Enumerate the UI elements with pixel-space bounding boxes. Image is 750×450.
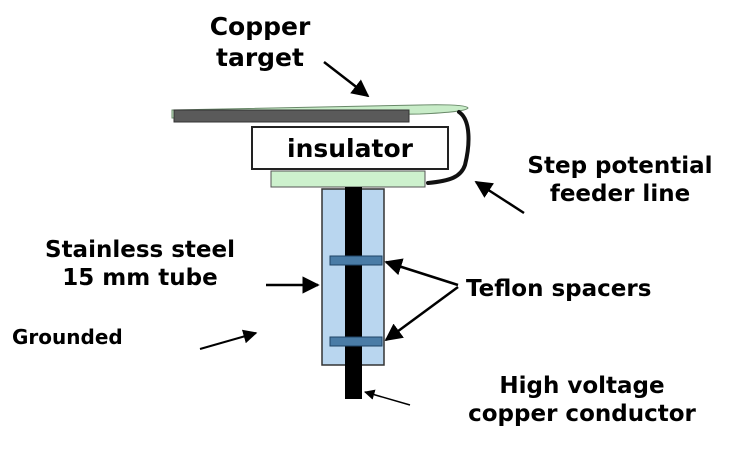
hv-conductor-rod xyxy=(345,187,362,399)
label-stainless-tube-line2: 15 mm tube xyxy=(62,265,218,292)
mount-plate xyxy=(270,170,426,188)
label-step-potential-line1: Step potential xyxy=(527,153,713,179)
label-step-potential-line2: feeder line xyxy=(549,181,691,208)
label-hv-conductor: High voltage copper conductor xyxy=(436,372,728,428)
label-teflon-spacers: Teflon spacers xyxy=(466,276,652,302)
label-step-potential: Step potential feeder line xyxy=(505,152,735,208)
label-stainless-tube: Stainless steel 15 mm tube xyxy=(20,236,260,292)
label-grounded: Grounded xyxy=(12,325,123,349)
label-copper-target-line2: target xyxy=(216,42,304,72)
label-copper-target: Copper target xyxy=(190,12,330,73)
insulator-block xyxy=(251,126,449,170)
copper-target-plate xyxy=(173,109,410,123)
teflon-spacer-bottom xyxy=(329,336,383,347)
label-insulator: insulator xyxy=(287,133,413,163)
arrow-teflon-top xyxy=(384,258,459,287)
arrow-hv-conductor xyxy=(363,389,411,406)
arrow-grounded xyxy=(199,329,258,350)
label-copper-target-line1: Copper xyxy=(209,12,311,41)
teflon-spacer-top xyxy=(329,255,383,266)
arrow-copper-target xyxy=(323,61,370,98)
label-hv-conductor-line1: High voltage xyxy=(499,373,665,399)
label-stainless-tube-line1: Stainless steel xyxy=(45,237,235,263)
feeder-cable xyxy=(426,110,471,185)
arrow-teflon-bottom xyxy=(384,285,459,342)
arrow-feeder-line xyxy=(474,180,525,215)
label-hv-conductor-line2: copper conductor xyxy=(468,401,696,428)
